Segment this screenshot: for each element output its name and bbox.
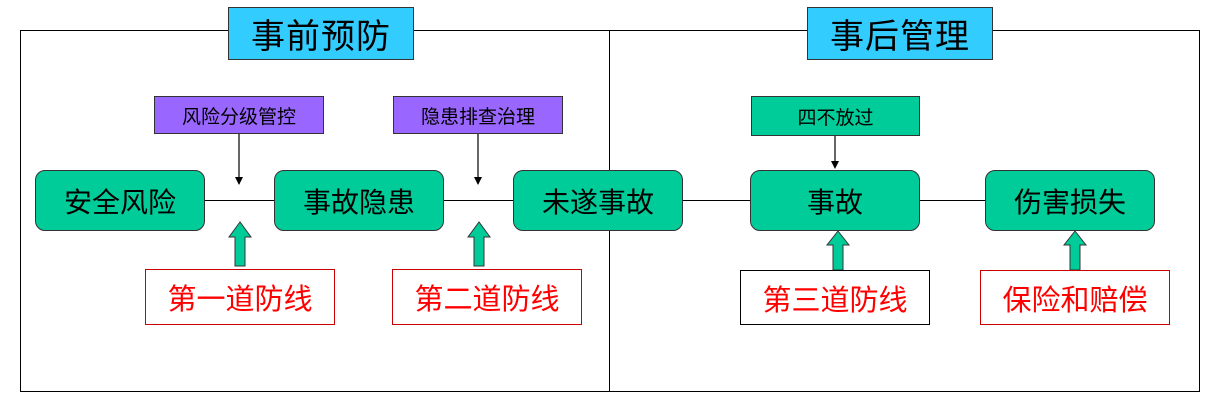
accident-node: 事故 — [750, 170, 920, 231]
first-defense-text: 第一道防线 — [167, 282, 313, 316]
injury-loss-node: 伤害损失 — [985, 170, 1155, 231]
safety-risk-node: 安全风险 — [35, 170, 205, 231]
near-miss-node: 未遂事故 — [513, 170, 683, 231]
risk-control-label: 风险分级管控 — [154, 96, 324, 134]
third-defense-box: 第三道防线 — [740, 270, 930, 325]
prevention-header: 事前预防 — [228, 7, 414, 60]
hazard-governance-label: 隐患排查治理 — [393, 96, 563, 134]
second-defense-text: 第二道防线 — [414, 282, 560, 316]
accident-hazard-node: 事故隐患 — [274, 170, 444, 231]
third-defense-text: 第三道防线 — [762, 282, 908, 317]
first-defense-box: 第一道防线 — [145, 269, 335, 325]
insurance-box: 保险和赔偿 — [980, 270, 1170, 325]
second-defense-box: 第二道防线 — [392, 269, 582, 325]
four-no-pass-label: 四不放过 — [751, 96, 920, 136]
insurance-text: 保险和赔偿 — [1002, 282, 1148, 317]
management-header: 事后管理 — [807, 7, 993, 60]
